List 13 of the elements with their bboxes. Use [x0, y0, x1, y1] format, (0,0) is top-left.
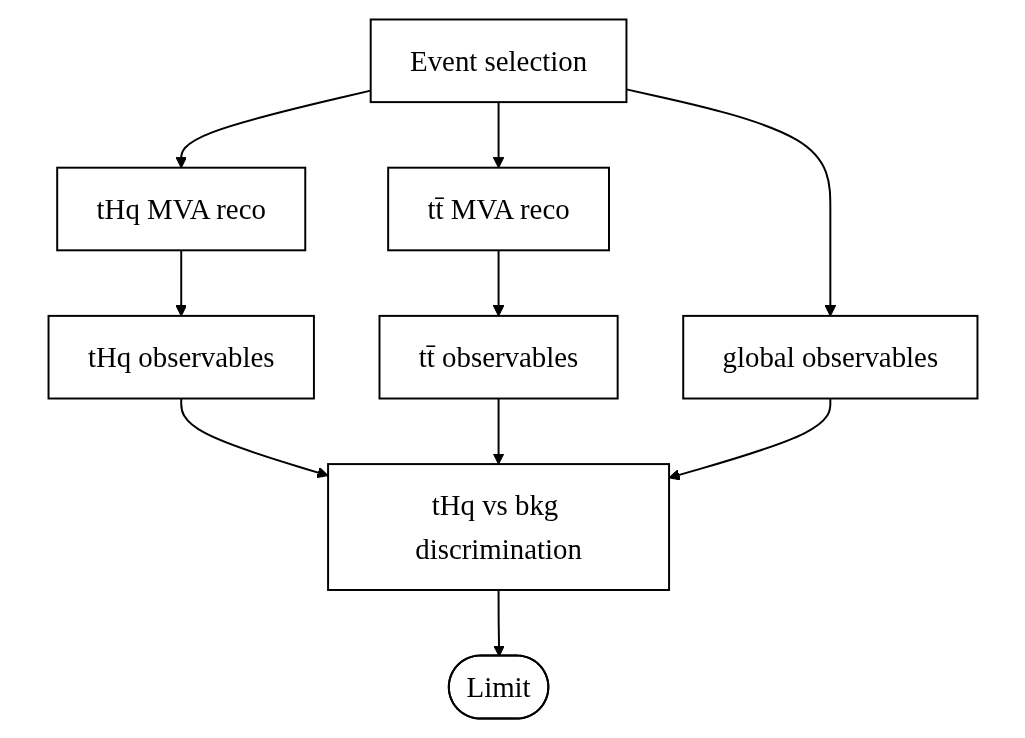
node-box: tHq MVA reco	[55, 166, 306, 252]
node-box: global observables	[681, 314, 978, 400]
arrow	[492, 589, 505, 657]
node-box: tHq observables	[47, 314, 315, 400]
node-box: tt̄ observables	[378, 314, 619, 400]
node-box: tt̄ MVA reco	[386, 166, 610, 252]
arrow	[174, 249, 187, 317]
node-box: Event selection	[369, 18, 627, 104]
arrow	[492, 397, 504, 465]
arrow	[492, 101, 504, 169]
node-box: tHq vs bkg discrimination	[326, 463, 670, 591]
arrow	[492, 249, 504, 317]
arrow	[668, 397, 831, 481]
